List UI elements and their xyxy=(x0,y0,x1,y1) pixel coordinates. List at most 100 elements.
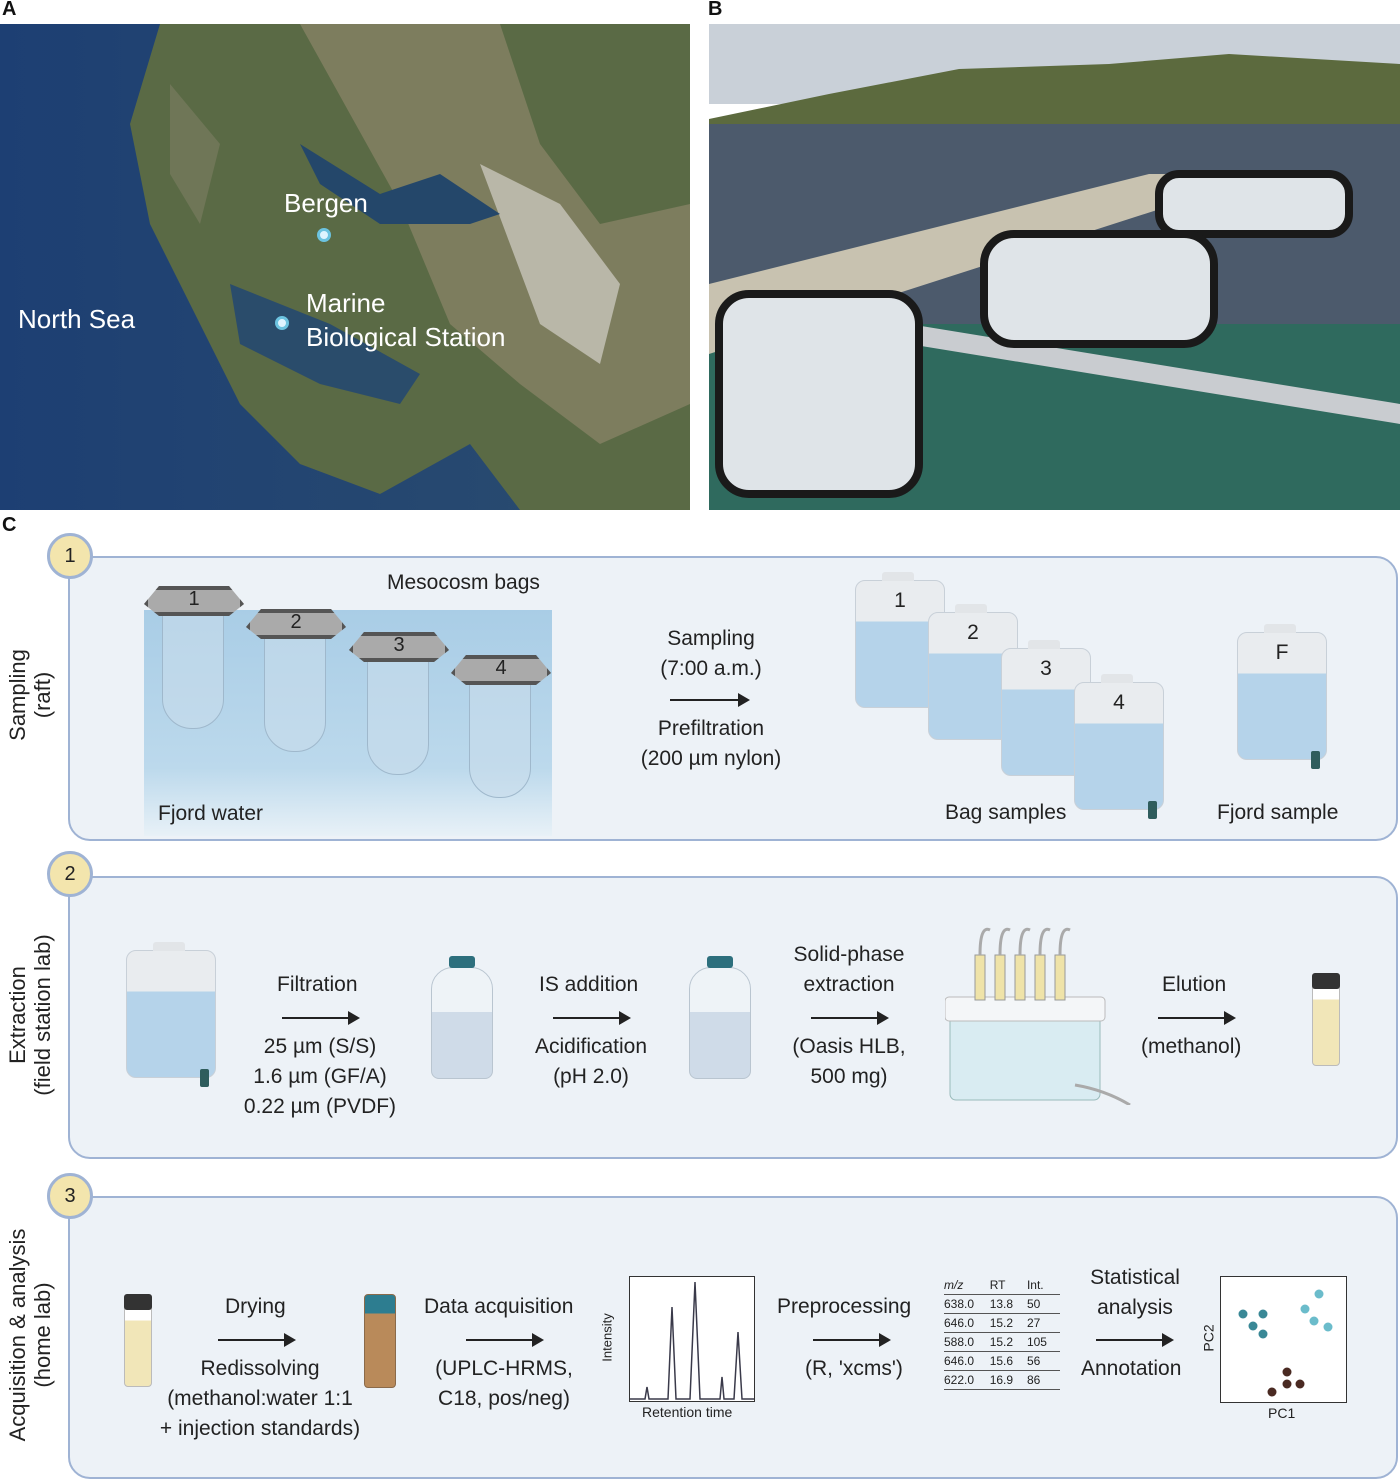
station-label-line2: Biological Station xyxy=(306,322,506,352)
spe-manifold-icon xyxy=(944,925,1135,1107)
st2: analysis xyxy=(1097,1296,1173,1319)
redissolving-label: Redissolving(methanol:water 1:1+ injecti… xyxy=(150,1354,370,1444)
filter: 25 µm (S/S) xyxy=(263,1035,377,1058)
side-line1: Acquisition & analysis xyxy=(5,1228,30,1442)
arrow-icon xyxy=(282,1011,360,1025)
spe-label: Solid-phase extraction xyxy=(769,940,929,1000)
s4: 500 mg) xyxy=(810,1065,888,1088)
mesocosm-bag-icon: 1 xyxy=(144,574,244,734)
data-acquisition-label: Data acquisition xyxy=(424,1295,574,1318)
a2: (pH 2.0) xyxy=(553,1065,629,1088)
s2: extraction xyxy=(803,973,895,996)
mesocosm-bag-icon: 3 xyxy=(349,620,449,780)
panel-label-b: B xyxy=(708,0,723,20)
bag-number: 3 xyxy=(393,634,405,656)
table-cell: 27 xyxy=(1026,1316,1041,1330)
arrow-icon xyxy=(813,1333,891,1347)
s3: (Oasis HLB, xyxy=(792,1035,906,1058)
side-line2: (raft) xyxy=(30,671,55,719)
filter: 0.22 µm (PVDF) xyxy=(243,1095,397,1118)
bag-number: 4 xyxy=(495,657,507,679)
mesocosm-bags-label: Mesocosm bags xyxy=(387,571,540,594)
can-number: 3 xyxy=(1040,657,1052,680)
chromatogram xyxy=(629,1276,755,1402)
pc2-axis-label: PC2 xyxy=(1200,1324,1217,1352)
vial-icon xyxy=(124,1294,152,1387)
step-3-side-label: Acquisition & analysis(home lab) xyxy=(5,1205,55,1465)
panel-label-c: C xyxy=(2,514,17,536)
elution-label: Elution xyxy=(1162,973,1227,996)
panel-label-a: A xyxy=(2,0,17,20)
u2: C18, pos/neg) xyxy=(438,1387,570,1410)
filter: 1.6 µm (GF/A) xyxy=(253,1065,387,1088)
side-line1: Sampling xyxy=(5,649,30,741)
step-3-badge: 3 xyxy=(47,1173,93,1219)
bottle-icon xyxy=(689,956,751,1079)
bergen-marker xyxy=(317,228,331,242)
fjord-water-label: Fjord water xyxy=(158,802,264,825)
step-1-side-label: Sampling(raft) xyxy=(5,595,55,795)
mesocosm-bag-icon: 2 xyxy=(246,597,346,757)
table-cell: 646.0 xyxy=(944,1316,975,1330)
bag-number: 1 xyxy=(188,588,200,610)
filtration-label: Filtration xyxy=(277,973,358,996)
step-2-badge: 2 xyxy=(47,851,93,897)
arrow-icon xyxy=(670,693,750,707)
r2: (methanol:water 1:1 xyxy=(167,1387,353,1410)
vial-icon xyxy=(1312,973,1340,1066)
r3: + injection standards) xyxy=(159,1417,361,1440)
chromatogram-trace xyxy=(630,1281,754,1400)
table-cell: 56 xyxy=(1026,1354,1041,1368)
table-cell: 50 xyxy=(1026,1297,1041,1311)
step-2-side-label: Extraction(field station lab) xyxy=(5,905,55,1125)
uplc-label: (UPLC-HRMS, C18, pos/neg) xyxy=(424,1354,584,1414)
pc1-axis-label: PC1 xyxy=(1268,1405,1296,1421)
lc-vial-icon xyxy=(364,1294,396,1388)
col-header: Int. xyxy=(1026,1278,1044,1292)
b1: Prefiltration xyxy=(657,717,765,740)
raft-photo xyxy=(709,24,1400,510)
bag-samples-label: Bag samples xyxy=(945,801,1067,824)
arrow-icon xyxy=(218,1333,296,1347)
table-cell: 638.0 xyxy=(944,1297,975,1311)
pca-point xyxy=(1300,1304,1310,1314)
t1: Sampling xyxy=(667,627,755,650)
arrow-icon xyxy=(811,1011,889,1025)
bottle-icon xyxy=(431,956,493,1079)
bergen-label: Bergen xyxy=(284,188,368,218)
methanol-label: (methanol) xyxy=(1141,1035,1242,1058)
pca-point xyxy=(1314,1289,1324,1299)
side-line1: Extraction xyxy=(5,966,30,1064)
table-cell: 622.0 xyxy=(944,1373,975,1387)
pca-point xyxy=(1248,1321,1258,1331)
pca-point xyxy=(1238,1309,1248,1319)
a1: Acidification xyxy=(534,1035,648,1058)
station-label-line1: Marine xyxy=(306,288,386,318)
can-number: 2 xyxy=(967,621,979,644)
jerrycan-icon xyxy=(126,942,216,1087)
step-1-badge: 1 xyxy=(47,533,93,579)
pca-point xyxy=(1323,1322,1333,1332)
s1: Solid-phase xyxy=(793,943,905,966)
arrow-icon xyxy=(466,1333,544,1347)
b2: (200 µm nylon) xyxy=(640,747,782,770)
pca-point xyxy=(1258,1309,1268,1319)
acidification-label: Acidification (pH 2.0) xyxy=(511,1032,671,1092)
pca-point xyxy=(1282,1379,1292,1389)
pca-plot xyxy=(1220,1276,1347,1403)
mesocosm-bag-icon: 4 xyxy=(451,643,551,803)
is-addition-label: IS addition xyxy=(539,973,639,996)
prefiltration-label: Prefiltration (200 µm nylon) xyxy=(611,714,811,774)
sampling-label: Sampling(7:00 a.m.) xyxy=(611,624,811,684)
st1: Statistical xyxy=(1090,1266,1180,1289)
station-marker xyxy=(275,316,289,330)
u1: (UPLC-HRMS, xyxy=(435,1357,573,1380)
col-header: RT xyxy=(989,1278,1006,1292)
can-number: 4 xyxy=(1113,691,1125,714)
